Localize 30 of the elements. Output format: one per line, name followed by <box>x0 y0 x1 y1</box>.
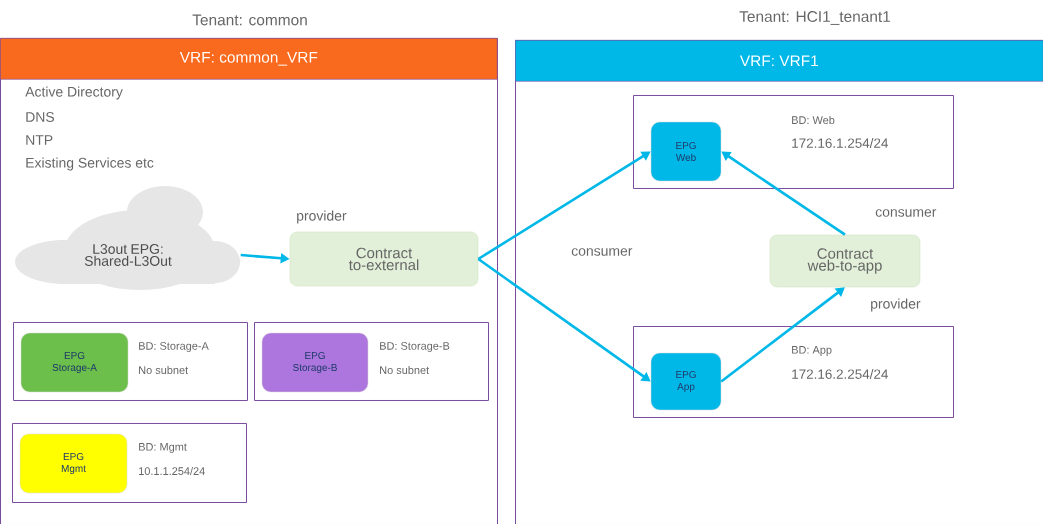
service-name: DNS <box>26 112 54 122</box>
vrf-header: VRF: VRF1 <box>515 40 1043 82</box>
contract-box: Contract to-external <box>289 231 479 287</box>
bd-text: BD: App <box>792 346 832 356</box>
edge-label: provider <box>295 209 348 225</box>
bd-text: BD: Storage-B <box>380 342 450 352</box>
edge-label: consumer <box>874 208 938 218</box>
epg-box: EPG Mgmt <box>19 433 128 494</box>
bd-text: 172.16.1.254/24 <box>792 138 889 148</box>
edge-label: provider <box>869 297 922 313</box>
edge-label: consumer <box>570 247 634 257</box>
epg-box: EPG App <box>650 352 722 411</box>
arrow <box>720 287 845 383</box>
bd-text: BD: Storage-A <box>139 342 209 352</box>
bd-text: 10.1.1.254/24 <box>139 466 205 475</box>
service-name: Existing Services etc <box>26 157 154 171</box>
tenant-title: Tenant: common <box>192 14 307 26</box>
bd-text: No subnet <box>139 365 189 374</box>
tenant-title: Tenant: HCI1_tenant1 <box>739 11 891 25</box>
contract-box: Contract web-to-app <box>769 234 921 288</box>
vrf-header: VRF: common_VRF <box>0 38 498 80</box>
bd-text: BD: Mgmt <box>139 443 187 453</box>
epg-box: EPG Web <box>650 121 722 182</box>
epg-box: EPG Storage-A <box>20 332 129 393</box>
epg-box: EPG Storage-B <box>261 332 369 393</box>
bd-text: No subnet <box>380 365 430 374</box>
service-name: NTP <box>26 135 53 145</box>
service-name: Active Directory <box>25 86 123 100</box>
bd-text: BD: Web <box>792 115 835 124</box>
bd-text: 172.16.2.254/24 <box>792 369 889 379</box>
